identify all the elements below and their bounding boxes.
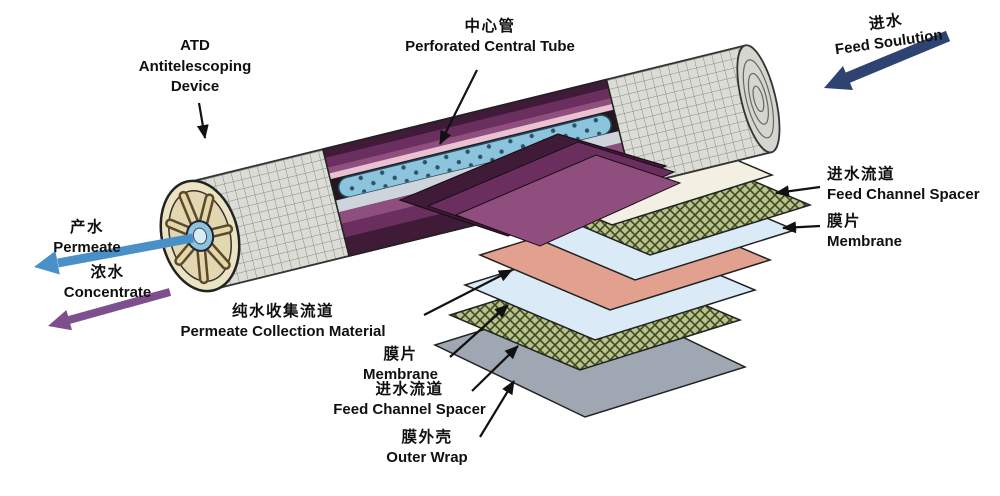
label-membrane-bottom-en: Membrane bbox=[362, 366, 439, 384]
feed-arrow-head bbox=[824, 66, 853, 90]
label-membrane-right: 膜片 Membrane bbox=[827, 211, 947, 253]
label-outer-wrap-zh: 膜外壳 bbox=[401, 429, 453, 446]
label-membrane-bottom: 膜片 Membrane bbox=[328, 344, 473, 386]
label-permeate-zh: 产水 bbox=[69, 219, 104, 236]
central-tube-pointer-arrow bbox=[439, 69, 478, 145]
label-atd: ATD Antitelescoping Device bbox=[118, 36, 272, 98]
label-feed-spacer-right: 进水流道 Feed Channel Spacer bbox=[827, 164, 995, 206]
label-central-tube: 中心管 Perforated Central Tube bbox=[372, 16, 608, 58]
roll-ring-2 bbox=[747, 72, 769, 125]
flow-arrows bbox=[34, 30, 951, 331]
label-central-tube-zh: 中心管 bbox=[464, 18, 516, 35]
label-membrane-right-en: Membrane bbox=[827, 233, 903, 251]
label-atd-line2: Antitelescoping bbox=[138, 57, 252, 75]
label-concentrate-zh: 浓水 bbox=[90, 264, 125, 281]
label-central-tube-en: Perforated Central Tube bbox=[405, 38, 575, 56]
concentrate-arrow-head bbox=[48, 310, 72, 331]
label-feed-spacer-bottom-en: Feed Channel Spacer bbox=[333, 401, 486, 419]
permeate-collection-pointer-arrow bbox=[423, 269, 513, 316]
label-feed-spacer-bottom-zh: 进水流道 bbox=[375, 381, 444, 398]
feed-spacer-bottom-pointer-arrow bbox=[471, 345, 519, 392]
roll-band-pink bbox=[328, 103, 614, 180]
pointer-arrows bbox=[196, 69, 821, 438]
central-tube-perforations bbox=[342, 115, 608, 197]
label-feed-spacer-bottom: 进水流道 Feed Channel Spacer bbox=[302, 379, 517, 421]
label-outer-wrap-en: Outer Wrap bbox=[386, 449, 468, 467]
label-feed-spacer-right-en: Feed Channel Spacer bbox=[827, 186, 980, 204]
outer-wrap-pointer-arrow bbox=[479, 380, 515, 438]
label-atd-line3: Device bbox=[170, 78, 220, 96]
concentrate-arrow-shaft bbox=[67, 288, 172, 324]
membrane-bottom-pointer-arrow bbox=[449, 304, 509, 358]
permeate-tube-bore bbox=[192, 227, 208, 245]
label-permeate-collection-zh: 纯水收集流道 bbox=[231, 303, 334, 320]
label-membrane-bottom-zh: 膜片 bbox=[383, 346, 418, 363]
label-permeate: 产水 Permeate bbox=[33, 217, 141, 259]
permeate-arrow-head bbox=[34, 250, 60, 275]
label-permeate-collection: 纯水收集流道 Permeate Collection Material bbox=[148, 301, 418, 343]
label-permeate-en: Permeate bbox=[53, 239, 121, 257]
label-concentrate: 浓水 Concentrate bbox=[45, 262, 170, 304]
roll-fan bbox=[398, 133, 682, 247]
label-atd-line1: ATD bbox=[180, 37, 210, 54]
roll-band-dark-top bbox=[322, 79, 609, 158]
roll-ring-3 bbox=[752, 85, 765, 113]
atd-end-cap bbox=[159, 179, 241, 293]
roll-band-mid-top bbox=[324, 88, 611, 168]
membrane-right-pointer-arrow bbox=[782, 221, 821, 234]
label-concentrate-en: Concentrate bbox=[63, 284, 152, 302]
feed-spacer-right-pointer-arrow bbox=[775, 185, 821, 198]
label-outer-wrap: 膜外壳 Outer Wrap bbox=[348, 427, 506, 469]
label-permeate-collection-en: Permeate Collection Material bbox=[180, 323, 386, 341]
atd-spokes bbox=[165, 190, 234, 285]
atd-pointer-arrow bbox=[196, 102, 209, 139]
label-membrane-right-zh: 膜片 bbox=[827, 213, 862, 230]
feed-end-face bbox=[736, 44, 781, 154]
roll-fan-light bbox=[454, 154, 682, 247]
permeate-arrow-shaft bbox=[57, 233, 194, 268]
label-feed-spacer-right-zh: 进水流道 bbox=[827, 166, 896, 183]
roll-band-light-top bbox=[327, 97, 613, 174]
feed-arrow-shaft bbox=[844, 30, 951, 84]
roll-ring-1 bbox=[742, 59, 775, 139]
